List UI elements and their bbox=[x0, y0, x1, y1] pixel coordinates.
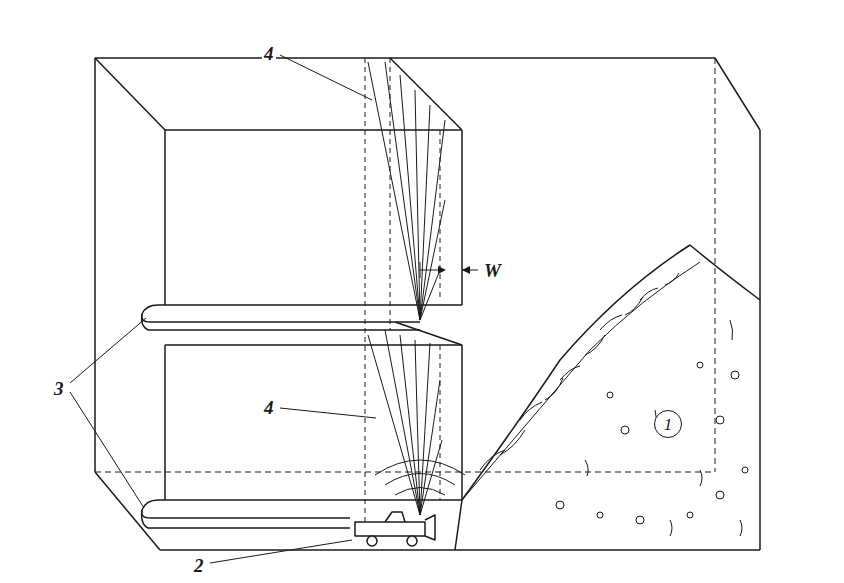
callout-label: W bbox=[482, 261, 503, 280]
callout-label: 4 bbox=[262, 44, 276, 63]
callout-label: 4 bbox=[262, 398, 276, 417]
circle-text: 1 bbox=[664, 416, 673, 433]
circled-number: 1 bbox=[654, 410, 682, 438]
callout-label: 3 bbox=[52, 379, 66, 398]
callout-label: 2 bbox=[192, 556, 206, 575]
